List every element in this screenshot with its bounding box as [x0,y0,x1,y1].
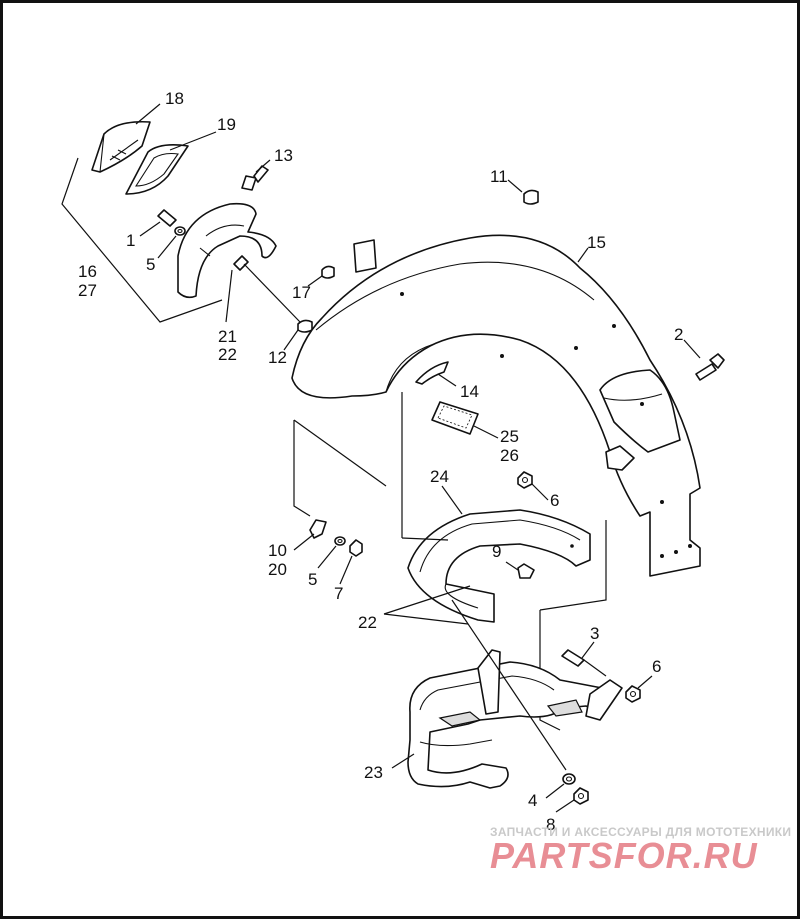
lamp-housing [177,202,277,299]
watermark: ЗАПЧАСТИ И АКСЕССУАРЫ ДЛЯ МОТОТЕХНИКИ PA… [490,825,791,876]
nut-part-7 [349,539,363,557]
clip-part-9 [517,563,535,579]
callout-15: 15 [587,233,606,252]
rail-part-23 [407,649,623,789]
washer-part-4 [562,773,576,785]
rear-fender-part-15 [291,234,701,577]
grommet-part-12 [297,319,313,333]
callout-21: 21 [218,327,237,346]
callout-7: 7 [334,584,343,603]
nut-part-6b [625,685,641,703]
tail-lamp-group [61,120,539,333]
reflector-plate-part-25 [431,401,479,435]
nut-part-8 [573,787,589,805]
nut-part-6a [517,471,533,489]
callout-16: 16 [78,262,97,281]
callout-26: 26 [500,446,519,465]
callout-8: 8 [546,815,555,834]
washer-part-5a [174,226,186,236]
callout-10: 10 [268,541,287,560]
callout-1: 1 [126,231,135,250]
watermark-brand: PARTSFOR.RU [490,835,758,876]
callout-5-lower: 5 [308,570,317,589]
guide-line-left [293,420,311,517]
callout-14: 14 [460,382,479,401]
grommet-part-17 [321,265,335,279]
grommet-part-11 [523,189,539,205]
callout-23: 23 [364,763,383,782]
watermark-tagline: ЗАПЧАСТИ И АКСЕССУАРЫ ДЛЯ МОТОТЕХНИКИ [490,825,791,839]
callout-18: 18 [165,89,184,108]
harness-part-21 [225,255,301,323]
support-frame-part-24 [407,509,591,623]
bolt-part-2 [695,353,725,381]
callout-13: 13 [274,146,293,165]
callout-19: 19 [217,115,236,134]
callout-6-lower: 6 [652,657,661,676]
screw-part-1 [157,209,177,227]
callout-9: 9 [492,542,501,561]
callout-numbers: 18 19 13 11 1 5 16 27 15 17 21 22 12 2 1… [78,89,683,834]
callout-24: 24 [430,467,449,486]
callout-25: 25 [500,427,519,446]
callout-20: 20 [268,560,287,579]
callout-2: 2 [674,325,683,344]
callout-11: 11 [490,167,508,186]
callout-6-upper: 6 [550,491,559,510]
leader-lines [135,103,701,813]
callout-17: 17 [292,283,311,302]
guide-line-mid [293,419,387,487]
lamp-lens-part-18 [91,120,151,173]
callout-27: 27 [78,281,97,300]
washer-part-5b [334,536,346,546]
callout-22-lower: 22 [358,613,377,632]
callout-3: 3 [590,624,599,643]
gasket-part-19 [125,144,189,195]
callout-4: 4 [528,791,537,810]
callout-5: 5 [146,255,155,274]
bracket-part-10 [309,519,327,539]
reflector-part-14 [415,361,449,385]
bulb-part-13 [241,165,269,191]
callout-22-upper: 22 [218,345,237,364]
callout-12: 12 [268,348,287,367]
bolt-part-3 [561,649,607,677]
